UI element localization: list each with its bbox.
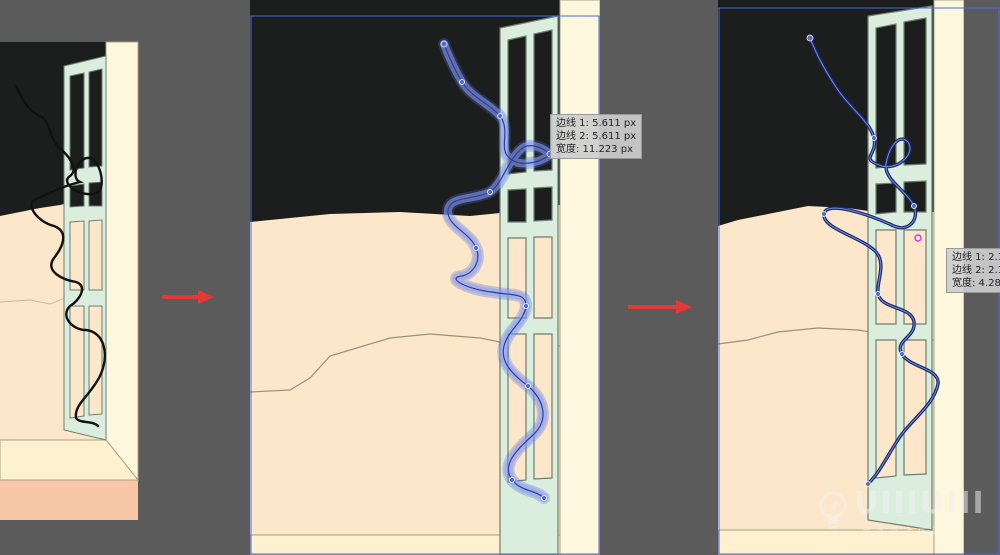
artboard-selection-border bbox=[250, 15, 600, 555]
artboard-step-1 bbox=[0, 0, 148, 555]
artboard-step-3 bbox=[718, 0, 1000, 555]
window-sill bbox=[718, 529, 935, 555]
window-sill bbox=[0, 439, 140, 481]
anchor-points[interactable] bbox=[806, 34, 917, 487]
window-frame bbox=[867, 5, 933, 531]
stroke-width-label: 宽度: 4.28 bbox=[952, 278, 1000, 289]
night-sky bbox=[250, 0, 560, 222]
wall-side bbox=[105, 41, 139, 482]
window-frame bbox=[63, 55, 107, 441]
panel-step-2 bbox=[250, 0, 600, 555]
right-arrow-icon bbox=[628, 300, 692, 314]
horizon-line bbox=[250, 333, 561, 393]
vine-path-plain[interactable] bbox=[14, 84, 107, 428]
artboard-step-2 bbox=[250, 0, 600, 555]
stroke-side-2-label: 边线 2: 5.611 px bbox=[556, 131, 637, 142]
width-handle-marker[interactable] bbox=[914, 234, 922, 242]
stroke-side-1-label: 边线 1: 5.611 px bbox=[556, 118, 637, 129]
stroke-side-1-label: 边线 1: 2.1 bbox=[952, 252, 1000, 263]
watermark-tagline: 自学就上优设 bbox=[862, 527, 947, 537]
stroke-side-2-label: 边线 2: 2.1 bbox=[952, 265, 1000, 276]
watermark: UIIIUIII 自学就上优设 bbox=[818, 486, 988, 542]
right-arrow-icon bbox=[162, 290, 214, 304]
width-tooltip: 边线 1: 5.611 px 边线 2: 5.611 px 宽度: 11.223… bbox=[550, 114, 643, 159]
stroke-width-label: 宽度: 11.223 px bbox=[556, 144, 633, 155]
anchor-points[interactable] bbox=[440, 40, 554, 501]
width-tooltip-partial: 边线 1: 2.1 边线 2: 2.1 宽度: 4.28 bbox=[946, 248, 1000, 293]
watermark-brand: UIIIUIII bbox=[854, 486, 986, 521]
panel-step-3 bbox=[718, 0, 1000, 555]
vine-path-final-selection bbox=[809, 37, 939, 485]
lightbulb-logo-icon bbox=[819, 491, 847, 529]
panel-step-1 bbox=[0, 0, 148, 555]
floor-strip bbox=[0, 480, 138, 520]
wall-side bbox=[559, 0, 600, 555]
